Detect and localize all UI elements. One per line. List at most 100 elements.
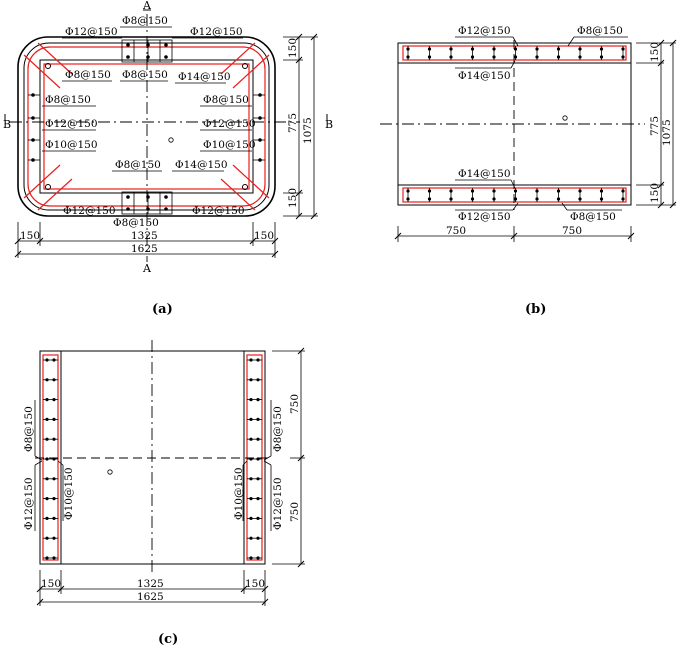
label-b-bottom-right: Φ8@150: [570, 211, 616, 223]
dim-a-bottom-total: 1625: [131, 243, 158, 255]
dim-b-right-top: 150: [649, 42, 661, 62]
rebar-dot: [599, 47, 604, 51]
section-mark-left: B: [3, 118, 11, 131]
rebar-dot: [449, 197, 453, 201]
rebar-dot: [52, 417, 56, 421]
rebar-dot: [52, 398, 56, 402]
rebar-dot: [256, 457, 260, 461]
rebar-dot: [45, 398, 49, 402]
dim-a-bottom-mid: 1325: [131, 230, 158, 242]
rebar-dot: [256, 477, 260, 481]
rebar-dot: [578, 197, 582, 201]
rebar-dot: [52, 378, 56, 382]
section-mark-top: A: [142, 0, 152, 12]
rebar-dot: [249, 536, 253, 540]
label-a-right-3: Φ10@150: [203, 139, 256, 151]
rebar-dot: [52, 358, 56, 362]
rebar-dot: [599, 197, 604, 201]
rebar-dot: [249, 556, 253, 560]
dim-a-bottom-right: 150: [254, 230, 274, 242]
label-b-bottom-left: Φ12@150: [458, 211, 511, 223]
rebar-dot: [621, 55, 625, 59]
rebar-dot: [256, 358, 260, 362]
rebar-dot: [249, 437, 253, 441]
rebar-dot: [427, 47, 432, 51]
rebar-dot: [249, 477, 253, 481]
label-b-top-right: Φ8@150: [577, 25, 623, 37]
rebar-dot: [45, 457, 49, 461]
rebar-dot: [578, 55, 582, 59]
rebar-dot: [599, 189, 604, 193]
rebar-dot: [406, 55, 410, 59]
label-a-top-left: Φ12@150: [65, 26, 118, 38]
rebar-dot: [256, 417, 260, 421]
rebar-dot: [621, 189, 625, 193]
label-a-bottom-center: Φ8@150: [113, 217, 159, 229]
label-a-left-2: Φ12@150: [45, 118, 98, 130]
rebar-dot: [256, 437, 260, 441]
rebar-dot: [45, 516, 49, 521]
rebar-dot: [449, 47, 453, 51]
dim-a-right-top: 150: [287, 38, 299, 58]
dim-b-right-bottom: 150: [649, 183, 661, 203]
rebar-dot: [427, 189, 432, 193]
rebar-dot: [513, 189, 518, 193]
rebar-dot: [249, 358, 253, 362]
rebar-dot: [406, 47, 410, 51]
caption-b: (b): [525, 302, 546, 317]
rebar-dot: [492, 47, 496, 51]
label-a-top-right: Φ12@150: [190, 26, 243, 38]
rebar-dot: [45, 556, 49, 560]
rebar-dot: [45, 358, 49, 362]
label-a-inner-top-mid: Φ8@150: [122, 69, 168, 81]
label-a-inner-bottom-mid: Φ8@150: [115, 159, 161, 171]
rebar-dot: [427, 55, 432, 59]
dim-b-right-mid: 775: [649, 116, 661, 136]
label-c-right-upper: Φ8@150: [272, 406, 284, 452]
rebar-dot: [249, 516, 253, 521]
rebar-dot: [535, 189, 539, 193]
rebar-dot: [470, 55, 475, 59]
rebar-dot: [406, 197, 410, 201]
rebar-dot: [556, 47, 561, 51]
rebar-dot: [52, 477, 56, 481]
panel-a: A A B B Φ8@150 Φ12@150 Φ12@150 Φ8@150 Φ8…: [3, 0, 333, 317]
rebar-dot: [256, 536, 260, 540]
panel-c: Φ8@150 Φ12@150 Φ10@150 Φ8@150 Φ10@150 Φ1…: [23, 340, 305, 647]
rebar-dot: [256, 556, 260, 560]
rebar-dot: [52, 556, 56, 560]
label-c-right-lower-inner: Φ10@150: [233, 467, 245, 520]
label-a-top-center: Φ8@150: [122, 15, 168, 27]
rebar-dot: [492, 55, 496, 59]
rebar-dot: [621, 47, 625, 51]
rebar-dot: [621, 197, 625, 201]
rebar-dot: [249, 497, 253, 501]
rebar-dot: [449, 189, 453, 193]
section-mark-bottom: A: [142, 262, 152, 275]
label-a-inner-top-right: Φ14@150: [178, 71, 231, 83]
rebar-dot: [45, 536, 49, 540]
rebar-dot: [492, 197, 496, 201]
rebar-dot: [406, 189, 410, 193]
dim-c-right-upper: 750: [289, 394, 301, 414]
rebar-dot: [556, 189, 561, 193]
rebar-dot: [535, 197, 539, 201]
rebar-dot: [470, 189, 475, 193]
label-a-left-1: Φ8@150: [45, 94, 91, 106]
rebar-dot: [427, 197, 432, 201]
rebar-dot: [556, 55, 561, 59]
label-a-right-1: Φ8@150: [203, 94, 249, 106]
dim-b-bottom-right: 750: [562, 225, 582, 237]
panel-b: Φ12@150 Φ8@150 Φ14@150 Φ14@150 Φ12@150 Φ…: [380, 25, 677, 317]
rebar-dot: [535, 47, 539, 51]
dim-a-right-total: 1075: [302, 117, 314, 144]
rebar-dot: [249, 417, 253, 421]
rebar-dot: [470, 197, 475, 201]
label-a-bottom-left: Φ12@150: [63, 205, 116, 217]
rebar-dot: [45, 477, 49, 481]
rebar-dot: [513, 47, 518, 51]
dim-a-bottom-left: 150: [20, 230, 40, 242]
label-a-inner-bottom-right: Φ14@150: [175, 159, 228, 171]
rebar-dot: [256, 378, 260, 382]
